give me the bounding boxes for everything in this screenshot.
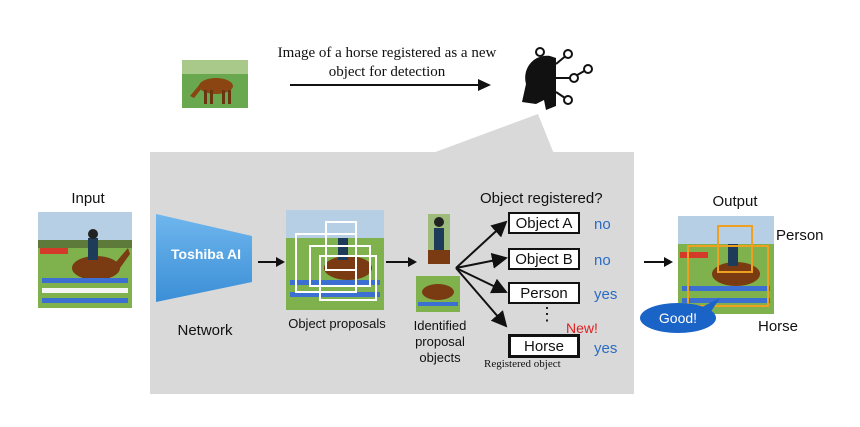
identified-line-3: objects (419, 350, 461, 365)
answer-object-a: no (594, 216, 611, 233)
identified-person-crop (428, 214, 450, 264)
registered-box-object-a: Object A (508, 212, 580, 234)
arrow-to-output (644, 257, 673, 267)
identified-label: Identified proposal objects (406, 318, 474, 366)
input-label: Input (71, 190, 105, 207)
answer-horse: yes (594, 340, 618, 357)
registered-object-caption: Registered object (484, 358, 561, 370)
identified-horse-crop (416, 276, 460, 312)
caption-line-1: Image of a horse registered as a new (277, 45, 497, 61)
output-image (678, 216, 774, 314)
registered-question: Object registered? (480, 190, 603, 207)
registered-box-object-b: Object B (508, 248, 580, 270)
ai-head-icon (522, 47, 593, 110)
answer-object-b: no (594, 252, 611, 269)
arrow-network-to-proposals (258, 257, 285, 267)
registration-caption: Image of a horse registered as a new obj… (262, 44, 512, 82)
answer-person: yes (594, 286, 618, 303)
panel-callout (430, 114, 554, 154)
network-badge: Toshiba AI (171, 246, 241, 262)
ellipsis: ⋮ (538, 304, 556, 324)
network-label: Network (177, 322, 233, 339)
caption-line-2: object for detection (328, 64, 446, 80)
input-image (38, 212, 132, 308)
good-bubble-text: Good! (658, 310, 698, 326)
output-label: Output (712, 193, 758, 210)
object-proposals-label: Object proposals (288, 316, 386, 331)
registration-arrow (290, 79, 491, 91)
grazing-horse-image (182, 60, 248, 108)
identified-line-1: Identified (413, 318, 467, 333)
fanout-arrows (455, 220, 508, 328)
output-horse-label: Horse (758, 318, 799, 335)
network-shape (156, 214, 252, 302)
registered-box-person: Person (508, 282, 580, 304)
new-label: New! (566, 320, 598, 336)
identified-line-2: proposal (415, 334, 465, 349)
good-bubble-shape (640, 298, 720, 333)
arrow-proposals-to-identified (386, 257, 417, 267)
object-proposals-image (286, 210, 384, 310)
output-person-label: Person (776, 227, 824, 244)
registered-box-horse: Horse (508, 334, 580, 358)
